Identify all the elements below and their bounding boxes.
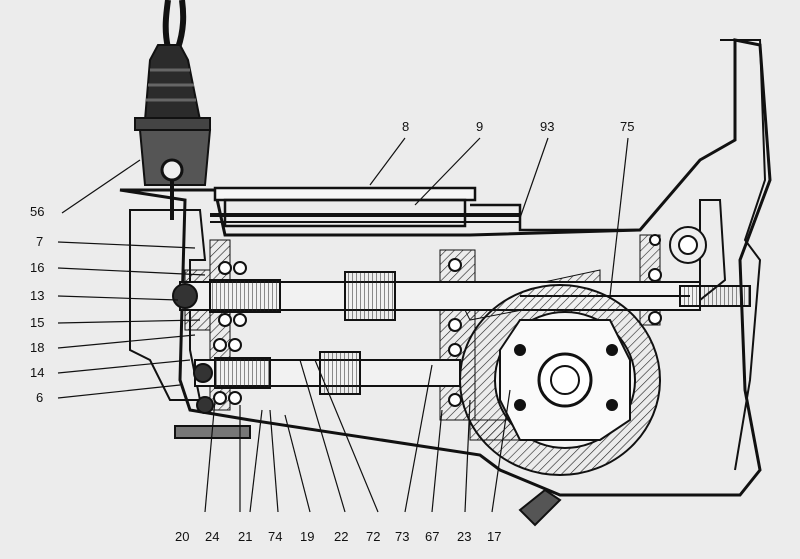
callout-56: 56 bbox=[30, 204, 45, 219]
callout-74: 74 bbox=[268, 529, 283, 544]
callout-8: 8 bbox=[402, 119, 410, 134]
callout-73: 73 bbox=[395, 529, 410, 544]
callout-75: 75 bbox=[620, 119, 635, 134]
callout-21: 21 bbox=[238, 529, 253, 544]
callout-72: 72 bbox=[366, 529, 381, 544]
callout-6: 6 bbox=[36, 390, 44, 405]
lay-shaft bbox=[193, 351, 461, 414]
callout-93: 93 bbox=[540, 119, 555, 134]
crown-wheel bbox=[459, 284, 661, 476]
callout-18: 18 bbox=[30, 340, 45, 355]
callout-16: 16 bbox=[30, 260, 45, 275]
callout-7: 7 bbox=[36, 234, 44, 249]
callout-19: 19 bbox=[300, 529, 315, 544]
leader-lines bbox=[57, 137, 629, 513]
callout-9: 9 bbox=[476, 119, 484, 134]
callout-14: 14 bbox=[30, 365, 45, 380]
callout-67: 67 bbox=[425, 529, 440, 544]
gear-lever-gaiter bbox=[134, 44, 212, 220]
control-cable bbox=[162, 0, 187, 49]
callout-23: 23 bbox=[457, 529, 472, 544]
callout-20: 20 bbox=[175, 529, 190, 544]
output-bearing-boss bbox=[649, 226, 707, 264]
callout-17: 17 bbox=[487, 529, 502, 544]
callout-13: 13 bbox=[30, 288, 45, 303]
callout-15: 15 bbox=[30, 315, 45, 330]
bearings bbox=[213, 258, 662, 407]
callout-24: 24 bbox=[205, 529, 220, 544]
callout-22: 22 bbox=[334, 529, 349, 544]
